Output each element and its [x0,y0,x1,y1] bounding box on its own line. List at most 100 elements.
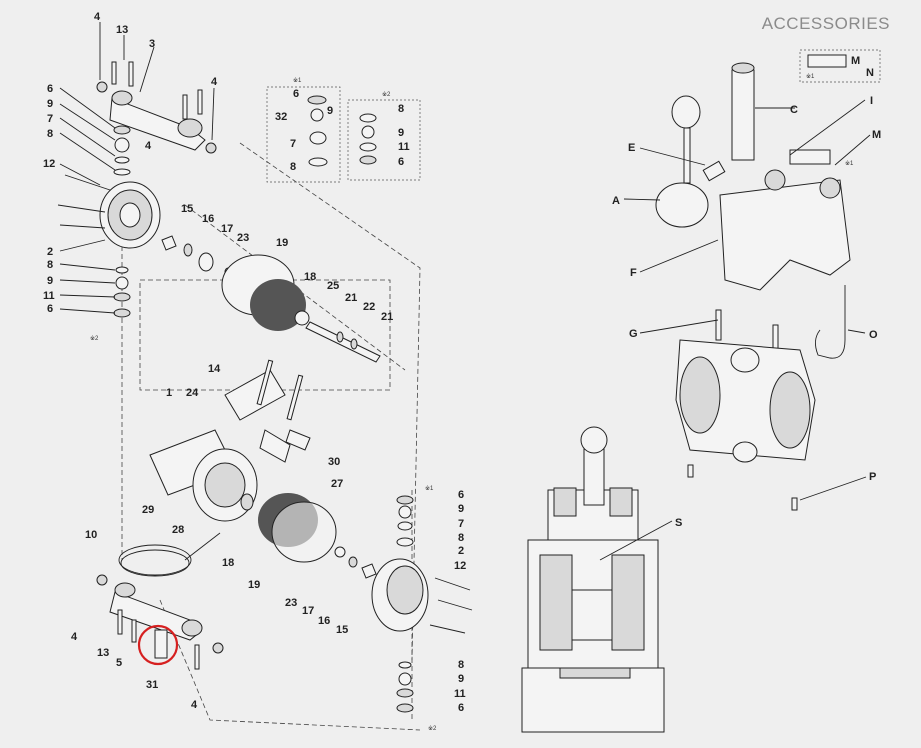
label-13: 13 [97,647,109,659]
label-25: 25 [327,280,339,292]
svg-text:※2: ※2 [90,335,99,342]
label-9: 9 [458,673,464,685]
label-23: 23 [237,232,249,244]
shaft [305,321,381,363]
label-8: 8 [47,128,53,140]
label-7: 7 [458,518,464,530]
label-8: 8 [458,532,464,544]
label-19: 19 [276,237,288,249]
label-8: 8 [290,161,296,173]
svg-text:※1: ※1 [806,73,815,80]
label-8: 8 [47,259,53,271]
svg-text:※1: ※1 [845,160,854,167]
label-9: 9 [47,98,53,110]
label-12: 12 [454,560,466,572]
label-I: I [870,95,873,107]
label-9: 9 [458,503,464,515]
accessory-labels: A C E F G I M M N O P S [612,55,881,529]
svg-text:※1: ※1 [425,485,434,492]
right-chamber [371,558,473,634]
label-12: 12 [43,158,55,170]
label-11: 11 [398,141,410,153]
label-2: 2 [458,545,464,557]
fastener-set-top [161,235,232,277]
left-chamber [57,174,161,249]
label-1: 1 [166,387,172,399]
label-M: M [872,129,881,141]
label-31: 31 [146,679,158,691]
top-manifold [96,61,217,154]
left-valve-stack [113,125,131,318]
label-7: 7 [47,113,53,125]
label-16: 16 [318,615,330,627]
label-O: O [869,329,878,341]
inset-boxes: ※1 ※2 ※2 ※1 ※2 [90,77,437,732]
label-30: 30 [328,456,340,468]
label-6: 6 [293,88,299,100]
label-15: 15 [181,203,193,215]
highlight-circle [137,624,179,666]
label-8: 8 [398,103,404,115]
bottom-manifold [96,574,224,670]
center-section [149,359,311,522]
label-19: 19 [248,579,260,591]
right-valve-stack [396,495,414,713]
label-6: 6 [47,83,53,95]
svg-text:※1: ※1 [293,77,302,84]
label-15: 15 [336,624,348,636]
label-7: 7 [290,138,296,150]
label-4: 4 [71,631,78,643]
part-number-labels: 4 13 3 4 4 6 9 7 8 12 2 8 9 11 6 15 16 1… [43,11,466,714]
label-10: 10 [85,529,97,541]
accessory-filter-regulator: ※1 ※1 [655,49,881,359]
label-2: 2 [47,246,53,258]
label-6: 6 [458,489,464,501]
label-9: 9 [398,127,404,139]
label-11: 11 [43,290,55,302]
label-4: 4 [94,11,101,23]
label-23: 23 [285,597,297,609]
label-G: G [629,328,638,340]
diaphragm-top [221,254,310,331]
label-24: 24 [186,387,199,399]
label-27: 27 [331,478,343,490]
label-M: M [851,55,860,67]
label-21: 21 [381,311,393,323]
assembled-pump-front [521,426,665,733]
svg-text:※2: ※2 [428,725,437,732]
label-N: N [866,67,874,79]
label-22: 22 [363,301,375,313]
label-18: 18 [304,271,316,283]
label-18: 18 [222,557,234,569]
label-6: 6 [398,156,404,168]
leader-lines [59,22,871,561]
label-5: 5 [116,657,122,669]
label-3: 3 [149,38,155,50]
label-E: E [628,142,635,154]
label-9: 9 [327,105,333,117]
label-17: 17 [221,223,233,235]
label-F: F [630,267,637,279]
label-4: 4 [191,699,198,711]
label-11: 11 [454,688,466,700]
svg-text:※2: ※2 [382,91,391,98]
label-A: A [612,195,620,207]
label-6: 6 [47,303,53,315]
diaphragm-bottom [240,493,377,579]
label-29: 29 [142,504,154,516]
label-4: 4 [145,140,152,152]
label-16: 16 [202,213,214,225]
label-32: 32 [275,111,287,123]
label-S: S [675,517,682,529]
label-14: 14 [208,363,221,375]
label-P: P [869,471,876,483]
label-8: 8 [458,659,464,671]
label-21: 21 [345,292,357,304]
label-4: 4 [211,76,218,88]
label-6: 6 [458,702,464,714]
air-hose [118,532,221,577]
page-title: ACCESSORIES [761,14,890,33]
label-9: 9 [47,275,53,287]
